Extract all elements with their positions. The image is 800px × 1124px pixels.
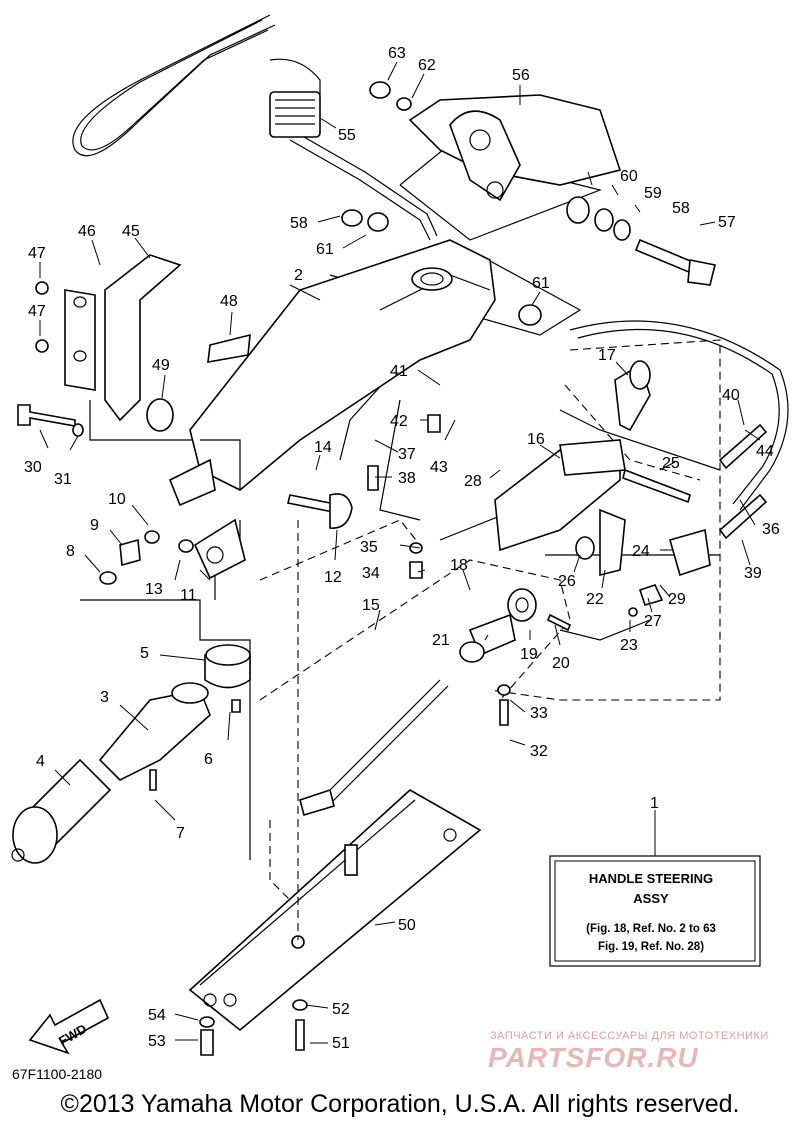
callout-36: 36 [762,521,780,538]
callout-43: 43 [430,459,448,476]
callout-30: 30 [24,459,42,476]
callout-2: 2 [294,267,303,284]
small-hardware-left [99,458,246,791]
callout-53: 53 [148,1033,166,1050]
callout-50: 50 [398,917,416,934]
throttle-grip-parts [11,644,251,864]
callout-60: 60 [620,168,638,185]
fwd-arrow: FWD [28,998,110,1055]
callout-57: 57 [718,214,736,231]
callout-19: 19 [520,646,538,663]
callout-41: 41 [390,363,408,380]
callout-16: 16 [527,431,545,448]
callout-17: 17 [598,347,616,364]
callout-32: 32 [530,743,548,760]
assy-ref-2: Fig. 19, Ref. No. 28) [598,941,704,953]
mount-bracket [408,94,622,202]
callout-58b: 58 [672,200,690,217]
callout-40: 40 [722,387,740,404]
label-sticker [207,333,251,363]
callout-54: 54 [148,1007,166,1024]
control-rod [299,679,449,817]
callout-28: 28 [464,473,482,490]
callout-47b: 47 [28,303,46,320]
callout-52: 52 [332,1001,350,1018]
base-plate [188,789,482,1032]
callout-25: 25 [662,455,680,472]
callout-15: 15 [362,597,380,614]
callout-44: 44 [756,443,774,460]
callout-47a: 47 [28,245,46,262]
callout-20: 20 [552,655,570,672]
base-screws [199,414,511,1056]
wiring-cable [72,14,438,241]
callout-45: 45 [122,223,140,240]
callout-22: 22 [586,591,604,608]
assy-ref-1: (Fig. 18, Ref. No. 2 to 63 [586,923,716,935]
pivot-bolt [287,493,353,529]
connector-block [269,91,321,138]
callout-29: 29 [668,591,686,608]
callout-31: 31 [54,471,72,488]
callout-37: 37 [398,446,416,463]
linkage-assembly [494,360,711,617]
callout-61a: 61 [316,241,334,258]
callout-5: 5 [140,645,149,662]
steering-handle-body [189,239,496,491]
callout-27: 27 [644,613,662,630]
callout-14: 14 [314,439,332,456]
copyright-notice: ©2013 Yamaha Motor Corporation, U.S.A. A… [60,1090,740,1118]
callout-11: 11 [180,587,197,604]
watermark-logo: PARTSFOR.RU [488,1042,699,1073]
callout-26: 26 [558,573,576,590]
callout-23: 23 [620,637,638,654]
callout-56: 56 [512,67,530,84]
pulley-gear [459,588,572,663]
callout-7: 7 [176,825,185,842]
callout-21: 21 [432,632,450,649]
callout-3: 3 [100,689,109,706]
callout-58a: 58 [290,215,308,232]
callout-1: 1 [650,795,659,812]
left-bracket [17,254,182,437]
callout-39: 39 [744,565,762,582]
callout-51: 51 [332,1035,350,1052]
callout-62: 62 [418,57,436,74]
callout-9: 9 [90,517,99,534]
callout-4: 4 [36,753,45,770]
callout-55: 55 [338,127,356,144]
callout-12: 12 [324,569,342,586]
callout-33: 33 [530,705,548,722]
callout-61b: 61 [532,275,550,292]
callout-8: 8 [66,543,75,560]
callout-35: 35 [360,539,378,556]
callout-49: 49 [152,357,170,374]
bracket-hardware [341,81,716,326]
callout-24: 24 [632,543,650,560]
watermark-tagline: ЗАПЧАСТИ И АКСЕССУАРЫ ДЛЯ МОТОТЕХНИКИ [490,1030,769,1042]
callout-46: 46 [78,223,96,240]
assy-subtitle: ASSY [633,891,669,906]
callout-34: 34 [362,565,380,582]
callout-59: 59 [644,185,662,202]
callout-10: 10 [108,491,126,508]
callout-42: 42 [390,413,408,430]
callout-labels: 1 2 3 4 5 6 7 8 9 10 11 12 13 14 15 16 1… [24,45,780,1052]
callout-18: 18 [450,557,468,574]
callout-13: 13 [145,581,163,598]
callout-leaders [39,61,761,1044]
callout-6: 6 [204,751,213,768]
assy-title: HANDLE STEERING [589,871,713,886]
callout-38: 38 [398,470,416,487]
assy-label-box: HANDLE STEERING ASSY (Fig. 18, Ref. No. … [549,810,761,967]
diagram-code: 67F1100-2180 [12,1066,103,1082]
callout-48: 48 [220,293,238,310]
callout-63: 63 [388,45,406,62]
